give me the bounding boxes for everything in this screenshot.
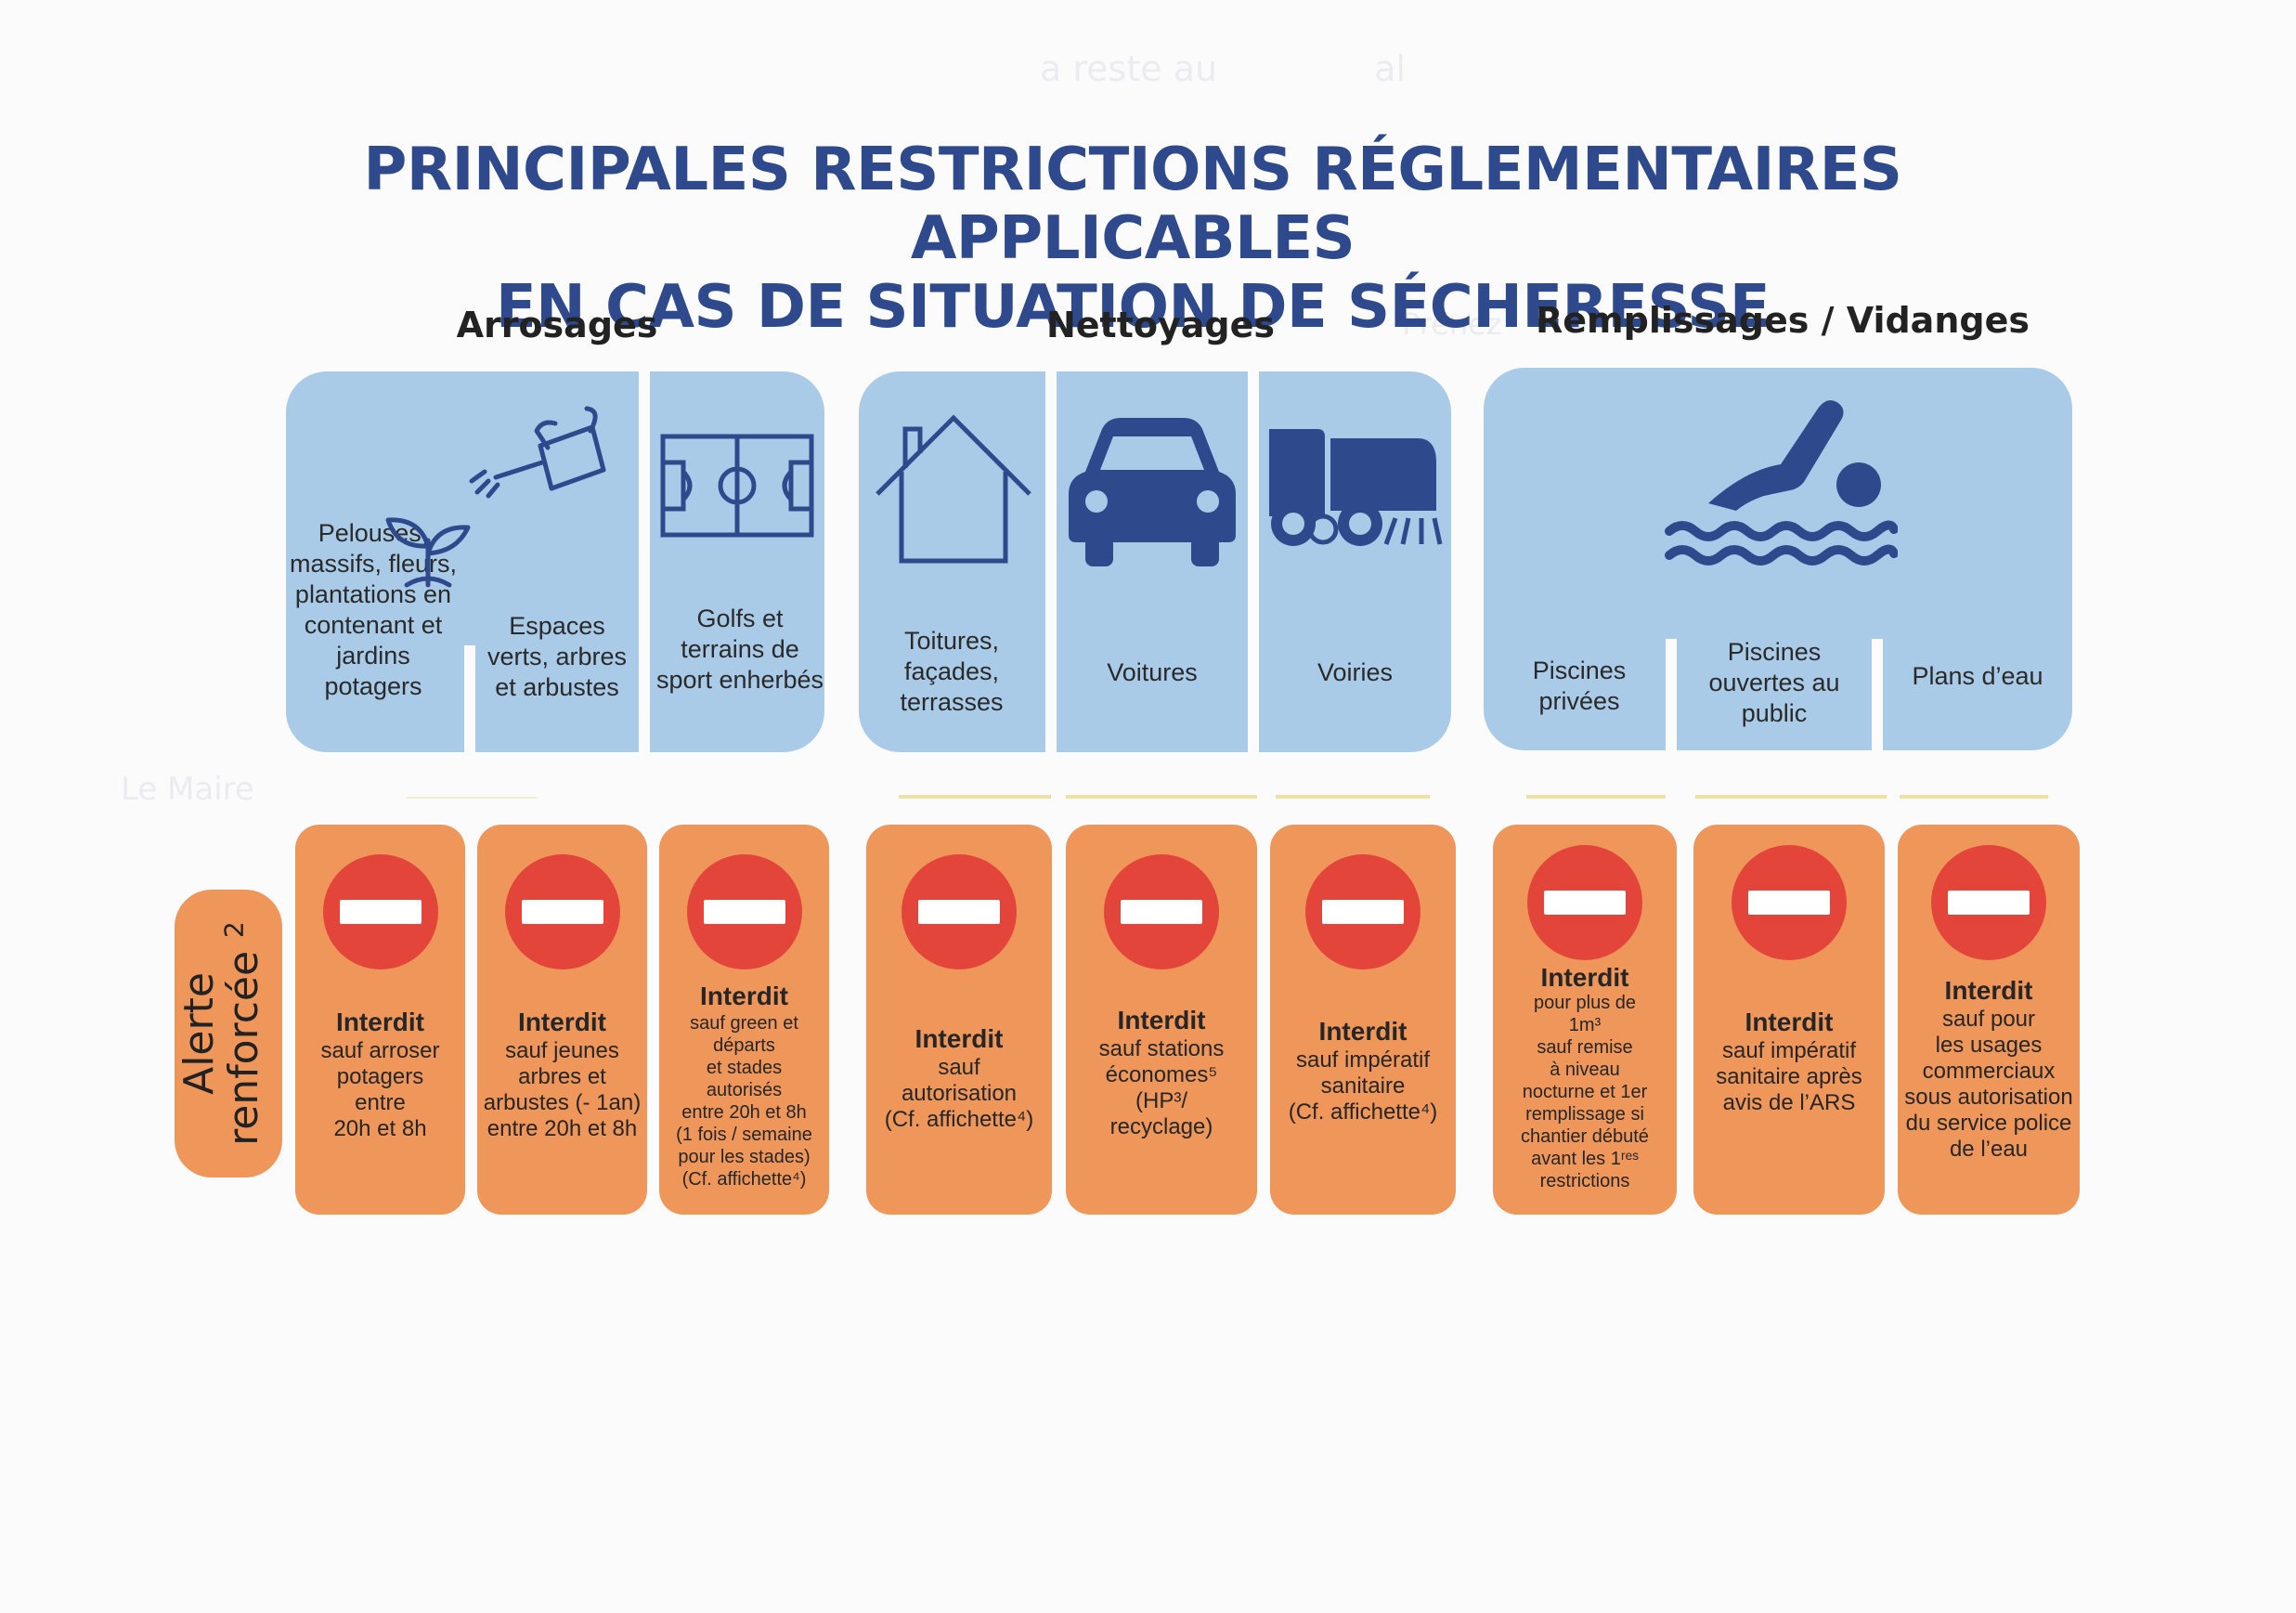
sports-field-icon bbox=[659, 433, 815, 539]
restriction-piscines-privees: Interdit pour plus de 1m³ sauf remise à … bbox=[1493, 825, 1677, 1215]
panel-remplissages: Piscines privées Piscines ouvertes au pu… bbox=[1484, 368, 2072, 750]
alert-level-badge: Alerte renforcée 2 bbox=[175, 890, 282, 1177]
no-entry-icon bbox=[686, 854, 802, 969]
no-entry-icon bbox=[1527, 845, 1642, 960]
divider bbox=[639, 371, 650, 752]
bleed-through: Prenez bbox=[1402, 306, 1502, 342]
label-piscines-publiques: Piscines ouvertes au public bbox=[1708, 638, 1840, 727]
no-entry-icon bbox=[1732, 845, 1847, 960]
bleed-through: Le Maire bbox=[121, 771, 254, 808]
divider bbox=[464, 645, 475, 752]
restriction-espaces-verts: Interdit sauf jeunes arbres et arbustes … bbox=[477, 825, 647, 1215]
separator-line bbox=[1695, 795, 1887, 799]
restriction-plans-eau: Interdit sauf pour les usages commerciau… bbox=[1898, 825, 2080, 1215]
restriction-piscines-publiques: Interdit sauf impératif sanitaire après … bbox=[1693, 825, 1885, 1215]
no-entry-icon bbox=[1104, 854, 1219, 969]
restriction-heading: Interdit bbox=[1117, 1006, 1206, 1034]
divider bbox=[1872, 639, 1883, 750]
restriction-voitures: Interdit sauf stations économes⁵ (HP³/ r… bbox=[1066, 825, 1257, 1215]
title-line-1: PRINCIPALES RESTRICTIONS RÉGLEMENTAIRES … bbox=[363, 136, 1902, 273]
bleed-through: a reste au al bbox=[1040, 48, 1407, 89]
restriction-heading: Interdit bbox=[1944, 976, 2033, 1005]
label-golfs: Golfs et terrains de sport enherbés bbox=[655, 605, 824, 694]
restriction-heading: Interdit bbox=[700, 982, 788, 1010]
restriction-heading: Interdit bbox=[915, 1024, 1004, 1053]
label-piscines-privees: Piscines privées bbox=[1532, 657, 1627, 715]
label-voitures: Voitures bbox=[1107, 658, 1198, 686]
divider bbox=[1045, 371, 1057, 752]
title-line-2: EN CAS DE SITUATION DE SÉCHERESSE bbox=[495, 273, 1771, 342]
sprout-icon bbox=[379, 492, 477, 594]
alert-footnote: 2 bbox=[218, 921, 250, 938]
panel-nettoyages: Toitures, façades, terrasses Voitures Vo… bbox=[859, 371, 1451, 752]
label-toitures: Toitures, façades, terrasses bbox=[900, 627, 1004, 716]
no-entry-icon bbox=[902, 854, 1017, 969]
separator-line bbox=[1276, 795, 1430, 799]
separator-line bbox=[1900, 795, 2048, 799]
restriction-voiries: Interdit sauf impératif sanitaire (Cf. a… bbox=[1270, 825, 1456, 1215]
divider bbox=[1248, 371, 1259, 752]
label-voiries: Voiries bbox=[1317, 658, 1394, 686]
no-entry-icon bbox=[504, 854, 620, 969]
separator-line bbox=[1526, 795, 1666, 799]
restriction-heading: Interdit bbox=[1745, 1008, 1834, 1036]
label-plans-eau: Plans d’eau bbox=[1912, 662, 2043, 690]
panel-arrosages: Pelouses, massifs, fleurs, plantations e… bbox=[286, 371, 824, 752]
separator-line bbox=[407, 797, 537, 799]
group-heading-remplissages: Remplissages / Vidanges bbox=[1536, 300, 2030, 341]
group-heading-nettoyages: Nettoyages bbox=[1045, 305, 1276, 345]
no-entry-icon bbox=[322, 854, 438, 969]
divider bbox=[1666, 639, 1677, 750]
restriction-toitures: Interdit sauf autorisation (Cf. affichet… bbox=[866, 825, 1052, 1215]
no-entry-icon bbox=[1305, 854, 1420, 969]
car-icon bbox=[1065, 412, 1239, 568]
restriction-heading: Interdit bbox=[336, 1008, 424, 1036]
label-espaces-verts: Espaces verts, arbres et arbustes bbox=[486, 612, 628, 701]
restriction-pelouses: Interdit sauf arroser potagers entre 20h… bbox=[295, 825, 465, 1215]
street-sweeper-icon bbox=[1264, 425, 1446, 552]
swimmer-icon bbox=[1662, 392, 1898, 578]
alert-line-1: Alerte bbox=[175, 972, 223, 1095]
no-entry-icon bbox=[1931, 845, 2046, 960]
restriction-golfs: Interdit sauf green et départs et stades… bbox=[659, 825, 829, 1215]
separator-line bbox=[899, 795, 1051, 799]
watering-can-icon bbox=[462, 403, 611, 501]
restriction-heading: Interdit bbox=[1318, 1017, 1407, 1046]
separator-line bbox=[1066, 795, 1257, 799]
restriction-heading: Interdit bbox=[518, 1008, 606, 1036]
group-heading-arrosages: Arrosages bbox=[456, 305, 658, 345]
house-icon bbox=[870, 409, 1037, 566]
restriction-heading: Interdit bbox=[1540, 963, 1629, 992]
alert-line-2: renforcée 2 bbox=[218, 921, 267, 1146]
page-title: PRINCIPALES RESTRICTIONS RÉGLEMENTAIRES … bbox=[139, 136, 2126, 342]
